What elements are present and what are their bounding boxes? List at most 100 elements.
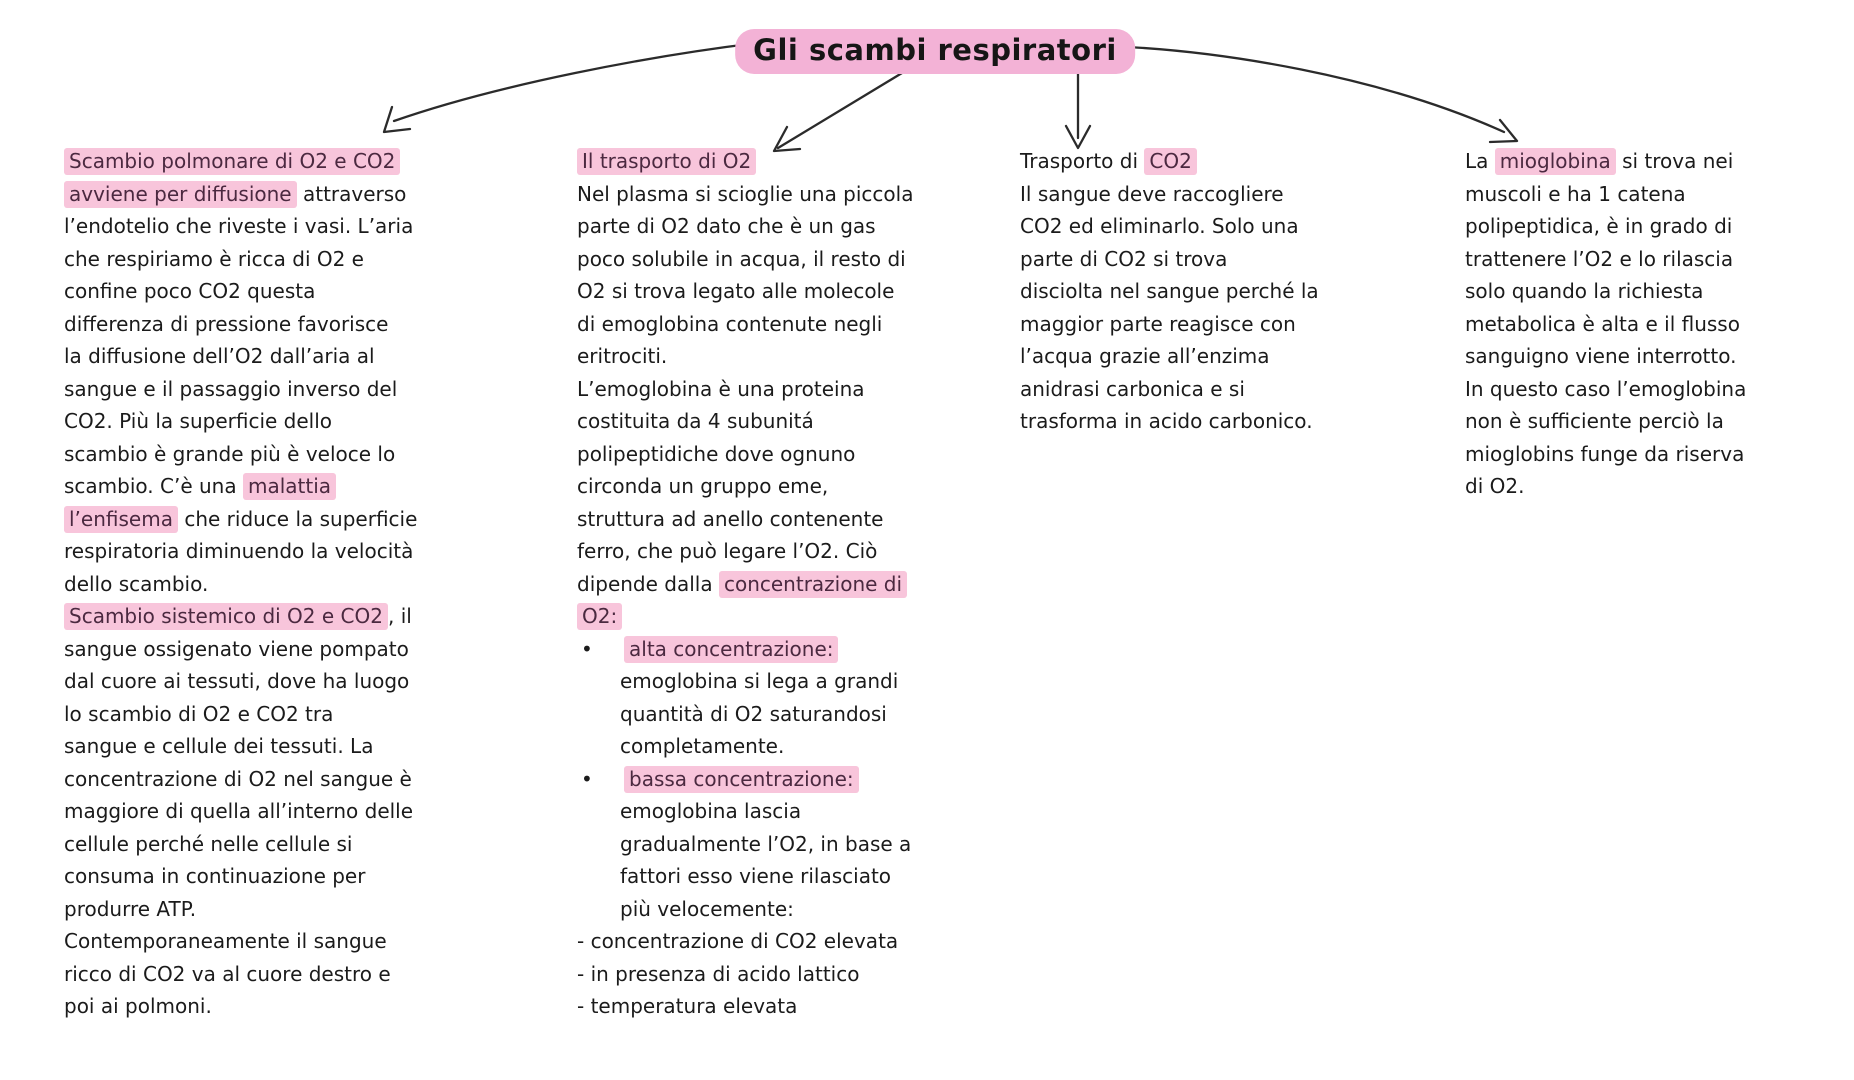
text-line: Il sangue deve raccogliere (1020, 178, 1319, 211)
note-text: maggior parte reagisce con (1020, 311, 1296, 336)
text-line: scambio. C’è una malattia (64, 470, 417, 503)
text-line: di emoglobina contenute negli (577, 308, 913, 341)
text-line: O2 si trova legato alle molecole (577, 275, 913, 308)
highlighted-text: l’enfisema (64, 505, 178, 533)
text-line: •alta concentrazione: (577, 633, 913, 666)
arrow-to-trasporto-o2-tail (776, 71, 904, 150)
note-text: la diffusione dell’O2 dall’aria al (64, 344, 375, 368)
text-line: - concentrazione di CO2 elevata (577, 925, 913, 958)
note-text: concentrazione di O2 nel sangue è (64, 766, 412, 791)
note-text: parte di O2 dato che è un gas (577, 214, 876, 238)
note-text: cellule perché nelle cellule si (64, 831, 353, 856)
text-line: struttura ad anello contenente (577, 503, 913, 536)
text-line: La mioglobina si trova nei (1465, 145, 1746, 178)
note-text: produrre ATP. (64, 896, 197, 921)
highlighted-text: alta concentrazione: (624, 635, 839, 663)
text-line: ricco di CO2 va al cuore destro e (64, 958, 417, 991)
text-line: circonda un gruppo eme, (577, 470, 913, 503)
note-text: disciolta nel sangue perché la (1020, 279, 1319, 303)
text-line: parte di CO2 si trova (1020, 243, 1319, 276)
note-text: sangue e cellule dei tessuti. La (64, 734, 374, 758)
text-line: trattenere l’O2 e lo rilascia (1465, 243, 1746, 276)
text-line: quantità di O2 saturandosi (577, 698, 913, 731)
note-text: poi ai polmoni. (64, 994, 212, 1018)
note-text: più velocemente: (620, 896, 794, 921)
arrow-to-scambio-polmonare-head (382, 105, 412, 134)
text-line: - in presenza di acido lattico (577, 958, 913, 991)
text-line: CO2 ed eliminarlo. Solo una (1020, 210, 1319, 243)
highlighted-text: Scambio polmonare di O2 e CO2 (64, 148, 401, 175)
highlighted-text: avviene per diffusione (64, 180, 297, 208)
note-text: solo quando la richiesta (1465, 279, 1704, 303)
note-text: dipende dalla (577, 571, 719, 596)
note-text: di O2. (1465, 474, 1525, 498)
text-line: emoglobina lascia (577, 795, 913, 828)
text-line: sangue e cellule dei tessuti. La (64, 730, 417, 763)
column-scambio-polmonare: Scambio polmonare di O2 e CO2 avviene per… (64, 145, 417, 1023)
note-text: costituita da 4 subunitá (577, 409, 814, 433)
text-line: lo scambio di O2 e CO2 tra (64, 698, 417, 731)
note-text: lo scambio di O2 e CO2 tra (64, 701, 334, 726)
note-text: l’acqua grazie all’enzima (1020, 344, 1270, 368)
text-line: eritrociti. (577, 340, 913, 373)
note-text: di emoglobina contenute negli (577, 311, 883, 336)
note-text: , il (387, 604, 412, 628)
text-line: sangue ossigenato viene pompato (64, 633, 417, 666)
text-line: Trasporto di CO2 (1020, 145, 1319, 178)
note-text: attraverso (296, 181, 407, 206)
text-line: maggiore di quella all’interno delle (64, 795, 417, 828)
note-text: Trasporto di (1020, 149, 1145, 173)
text-line: più velocemente: (577, 893, 913, 926)
text-line: che respiriamo è ricca di O2 e (64, 243, 417, 276)
text-line: disciolta nel sangue perché la (1020, 275, 1319, 308)
highlighted-text: concentrazione di (718, 570, 908, 598)
text-line: metabolica è alta e il flusso (1465, 308, 1746, 341)
text-line: Scambio polmonare di O2 e CO2 (64, 145, 417, 178)
highlighted-text: malattia (242, 473, 337, 500)
text-line: solo quando la richiesta (1465, 275, 1746, 308)
text-line: l’endotelio che riveste i vasi. L’aria (64, 210, 417, 243)
note-text: emoglobina lascia (620, 799, 802, 823)
arrow-to-mioglobina-tail (1104, 44, 1506, 134)
note-text: consuma in continuazione per (64, 864, 366, 888)
note-text: sangue e il passaggio inverso del (64, 376, 398, 401)
text-line: parte di O2 dato che è un gas (577, 210, 913, 243)
note-text: CO2 ed eliminarlo. Solo una (1020, 214, 1299, 238)
arrow-to-trasporto-o2-head (772, 125, 802, 153)
text-line: fattori esso viene rilasciato (577, 860, 913, 893)
note-text: polipeptidiche dove ognuno (577, 441, 856, 466)
note-text: metabolica è alta e il flusso (1465, 311, 1740, 336)
text-line: produrre ATP. (64, 893, 417, 926)
note-text: - temperatura elevata (577, 994, 798, 1018)
highlighted-text: CO2 (1144, 148, 1197, 175)
arrow-to-trasporto-co2-head (1064, 124, 1092, 150)
text-line: concentrazione di O2 nel sangue è (64, 763, 417, 796)
text-line: CO2. Più la superficie dello (64, 405, 417, 438)
text-line: L’emoglobina è una proteina (577, 373, 913, 406)
page-title: Gli scambi respiratori (735, 29, 1135, 74)
text-line: muscoli e ha 1 catena (1465, 178, 1746, 211)
note-text: sanguigno viene interrotto. (1465, 344, 1737, 368)
text-line: non è sufficiente perciò la (1465, 405, 1746, 438)
note-text: muscoli e ha 1 catena (1465, 181, 1686, 206)
text-line: poi ai polmoni. (64, 990, 417, 1023)
note-text: che respiriamo è ricca di O2 e (64, 246, 364, 271)
highlighted-text: bassa concentrazione: (624, 765, 859, 793)
text-line: confine poco CO2 questa (64, 275, 417, 308)
text-line: ferro, che può legare l’O2. Ciò (577, 535, 913, 568)
note-text: quantità di O2 saturandosi (620, 701, 887, 726)
text-line: avviene per diffusione attraverso (64, 178, 417, 211)
note-text: confine poco CO2 questa (64, 279, 316, 303)
note-text: respiratoria diminuendo la velocità (64, 539, 414, 563)
text-line: anidrasi carbonica e si (1020, 373, 1319, 406)
text-line: maggior parte reagisce con (1020, 308, 1319, 341)
note-text: Contemporaneamente il sangue (64, 929, 387, 953)
note-text: CO2. Più la superficie dello (64, 409, 333, 433)
text-line: dipende dalla concentrazione di (577, 568, 913, 601)
note-text: completamente. (620, 734, 785, 758)
text-line: Scambio sistemico di O2 e CO2, il (64, 600, 417, 633)
text-line: mioglobins funge da riserva (1465, 438, 1746, 471)
column-mioglobina: La mioglobina si trova nei muscoli e ha 1… (1465, 145, 1746, 503)
text-line: completamente. (577, 730, 913, 763)
note-text: circonda un gruppo eme, (577, 474, 829, 498)
